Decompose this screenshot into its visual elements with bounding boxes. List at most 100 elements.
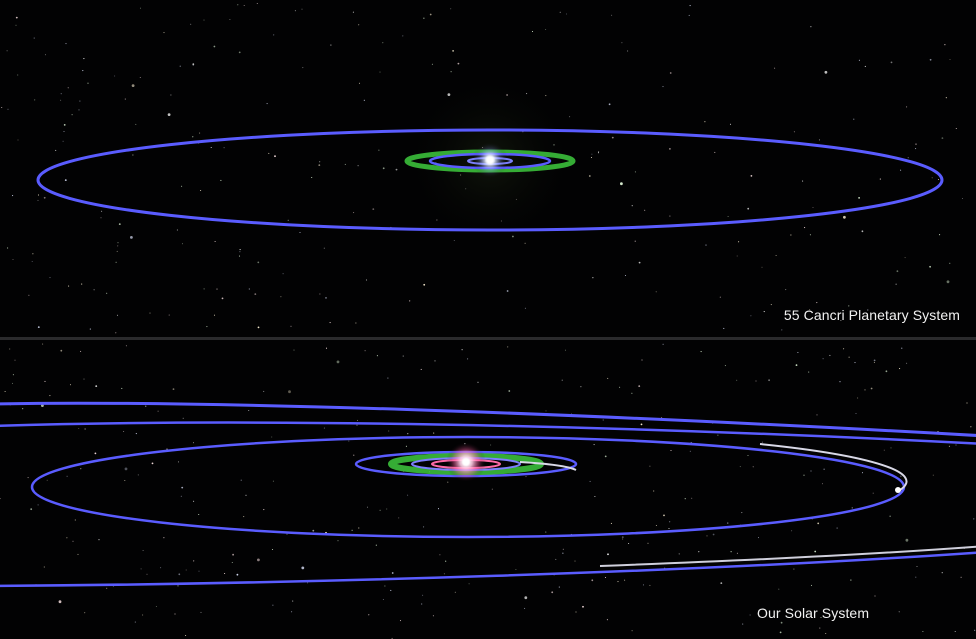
star [684,498,686,500]
star [17,139,19,141]
star [840,319,842,322]
star [641,359,643,361]
star [139,7,142,9]
star [775,254,777,257]
star [69,384,72,386]
star [363,99,365,101]
star [642,584,645,586]
star [678,553,680,555]
star [433,432,435,434]
star [490,444,492,446]
star [58,600,62,604]
outer-orbit-arc-3 [0,551,976,588]
star [624,579,626,581]
star [904,257,906,259]
star [180,495,182,497]
caption-55-cancri: 55 Cancri Planetary System [783,307,960,323]
star [257,261,260,264]
star [142,614,144,616]
star [864,65,866,67]
star [761,441,763,443]
star [668,527,670,530]
star [60,99,62,101]
star [336,360,340,364]
star [344,163,346,165]
star [872,492,874,494]
star [780,621,783,624]
star [874,595,876,597]
star [382,167,385,170]
star [555,558,557,560]
star [117,242,119,244]
star [74,519,76,521]
star [407,433,409,435]
star [824,70,828,74]
star [301,566,305,570]
star [358,527,360,529]
star [883,449,885,451]
star [288,390,291,394]
star [68,285,70,287]
star [272,480,274,482]
star [941,137,944,140]
star [861,230,864,233]
star [82,70,84,72]
star [55,149,57,151]
star [266,103,268,105]
star [948,445,950,447]
star [80,468,82,470]
star [237,4,239,6]
star [364,350,366,352]
star [402,35,404,37]
star [399,620,402,622]
star [420,368,422,370]
star [290,325,292,327]
star [729,123,732,125]
star [598,151,600,153]
star [172,388,175,390]
star [198,570,200,572]
star [631,630,633,632]
star [166,448,168,450]
star [34,99,36,101]
star [575,611,577,613]
star [135,433,137,435]
star [372,208,375,211]
star [214,240,216,243]
star [11,382,14,384]
orbit-arc-white-segment [599,545,976,567]
star [467,358,469,360]
star [588,175,591,177]
star [662,343,664,345]
star [839,381,841,383]
star [157,410,159,412]
star [358,82,361,84]
star [829,354,831,356]
cancri-scene [1,2,964,334]
star [117,245,119,247]
star [282,273,284,275]
star [238,255,241,257]
star [545,531,547,533]
star [848,356,850,358]
star [582,605,584,608]
star [843,215,846,219]
star [757,537,760,539]
star [83,58,85,60]
star [4,390,6,393]
star [312,529,315,532]
star [366,506,369,508]
star [37,504,39,506]
star [949,262,951,264]
star [836,527,838,529]
star [580,386,582,388]
star [193,560,195,562]
star [816,302,818,304]
star [803,474,805,476]
star [461,349,463,351]
star [78,109,80,111]
star [907,157,909,159]
star [524,242,526,244]
star [140,568,142,570]
star [229,18,231,21]
